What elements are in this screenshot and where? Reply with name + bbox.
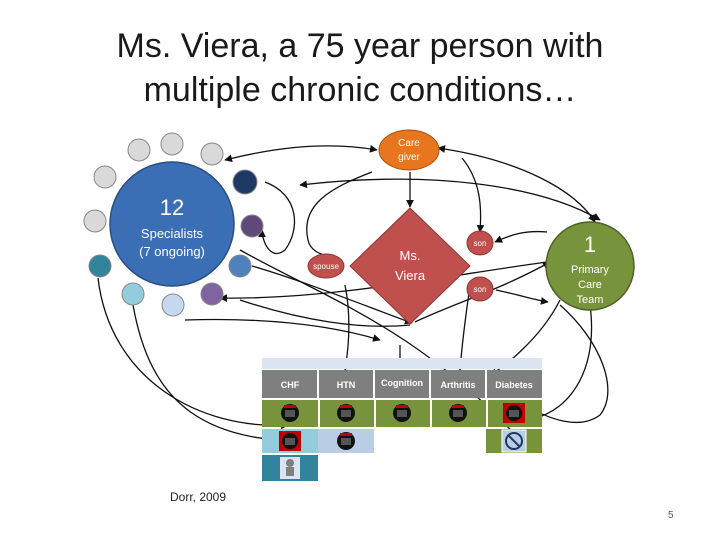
- pill-bottle-icon: [337, 404, 355, 422]
- specialist-dot: [127, 138, 151, 162]
- header-arthritis: Arthritis: [440, 380, 475, 390]
- primary-line-2: Care: [578, 279, 602, 291]
- header-chf: CHF: [281, 380, 300, 390]
- citation: Dorr, 2009: [170, 490, 227, 504]
- page-number: 5: [668, 510, 674, 521]
- title-line-1: Ms. Viera, a 75 year person with: [116, 27, 604, 65]
- pill-bottle-icon: [337, 432, 355, 450]
- primary-line-1: Primary: [571, 264, 609, 276]
- header-htn: HTN: [337, 380, 356, 390]
- specialist-dot: [83, 209, 107, 233]
- caregiver-line-2: giver: [398, 152, 420, 163]
- primary-count: 1: [584, 232, 596, 257]
- specialists-count: 12: [160, 195, 184, 220]
- title-line-2: multiple chronic conditions…: [143, 71, 577, 109]
- no-food-icon: [501, 429, 527, 453]
- patient-node: Ms. Viera: [349, 207, 471, 325]
- pill-bottle-icon: [393, 404, 411, 422]
- page-title: Ms. Viera, a 75 year person with multipl…: [0, 24, 720, 112]
- specialist-dot: [88, 254, 112, 278]
- spouse-label: spouse: [313, 262, 339, 271]
- specialist-dot: [228, 254, 252, 278]
- son-top-label: son: [474, 239, 487, 248]
- primary-care-node: 1 Primary Care Team: [545, 221, 635, 311]
- pill-bottle-icon: [279, 431, 301, 451]
- primary-line-3: Team: [577, 294, 604, 306]
- specialist-dot: [121, 282, 145, 306]
- son-bottom-label: son: [474, 285, 487, 294]
- pill-bottle-icon: [281, 404, 299, 422]
- specialist-satellites: [83, 132, 264, 317]
- specialist-dot: [160, 132, 184, 156]
- spouse-node: spouse: [307, 253, 345, 279]
- specialist-dot: [200, 142, 224, 166]
- son-bottom-node: son: [466, 276, 494, 302]
- specialist-dot: [240, 214, 264, 238]
- pill-bottle-icon: [503, 403, 525, 423]
- specialists-node: 12 Specialists (7 ongoing): [109, 161, 235, 287]
- pill-icons: [281, 403, 525, 423]
- specialist-dot: [93, 165, 117, 189]
- table-top-band: [262, 358, 542, 369]
- header-cognition: Cognition: [381, 378, 423, 388]
- specialist-dot: [161, 293, 185, 317]
- caregiver-line-1: Care: [398, 138, 420, 149]
- specialist-dot: [232, 169, 258, 195]
- pill-bottle-icon: [449, 404, 467, 422]
- son-top-node: son: [466, 230, 494, 256]
- specialist-dot: [200, 282, 224, 306]
- conditions-table: CHF HTN Cognition Arthritis Diabetes: [262, 358, 542, 481]
- table-header: [262, 370, 542, 398]
- specialists-label: Specialists: [141, 226, 204, 241]
- patient-line-1: Ms.: [400, 248, 421, 263]
- header-diabetes: Diabetes: [495, 380, 533, 390]
- specialists-sublabel: (7 ongoing): [139, 244, 205, 259]
- caregiver-node: Care giver: [378, 129, 440, 171]
- patient-line-2: Viera: [395, 268, 426, 283]
- scale-figure-icon: [280, 457, 300, 479]
